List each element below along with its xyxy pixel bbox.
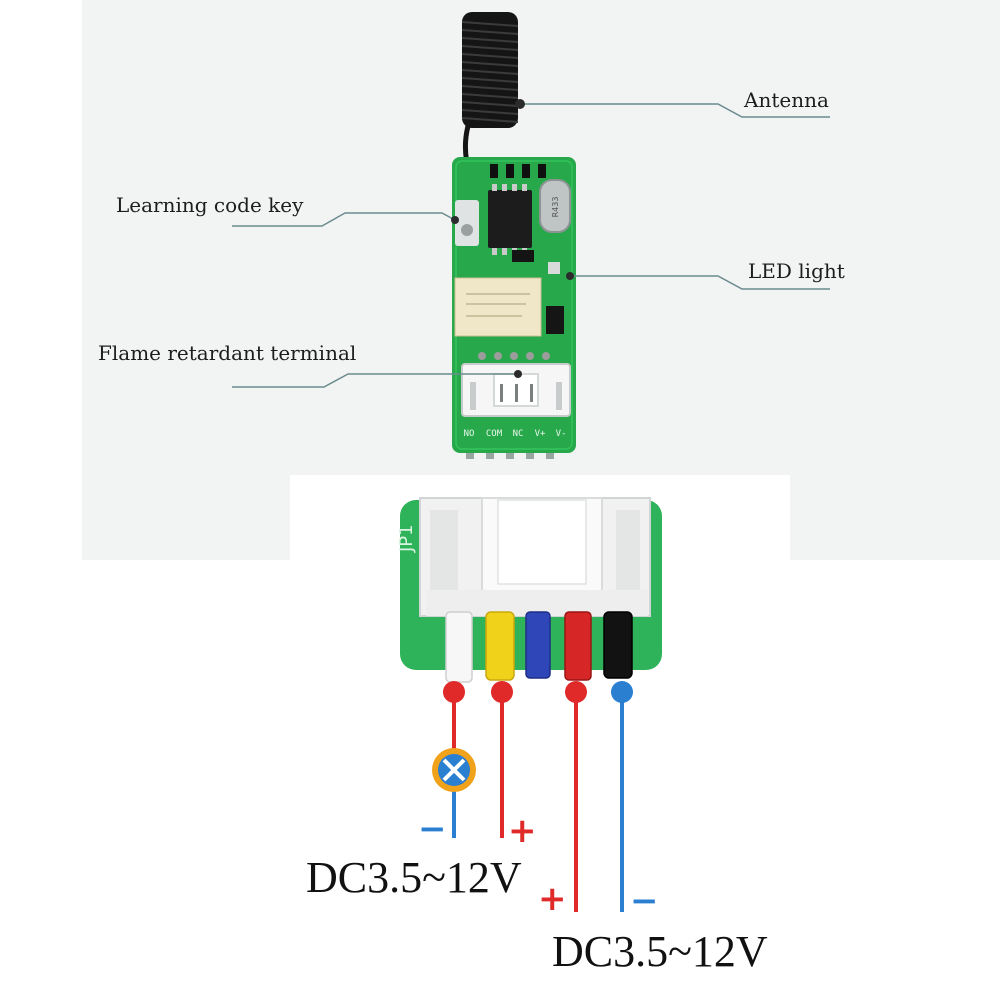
terminal-dot-vplus — [565, 681, 587, 703]
blue-wire — [525, 611, 551, 679]
left-minus-sign: − — [418, 809, 447, 849]
yellow-wire — [485, 611, 515, 681]
pin-label-vplus: V+ — [535, 429, 546, 439]
schematic — [432, 681, 633, 912]
learning-code-key-switch — [455, 200, 479, 246]
right-voltage-label: DC3.5~12V — [552, 927, 768, 976]
left-voltage-label: DC3.5~12V — [306, 853, 522, 902]
relay — [454, 277, 542, 337]
right-minus-sign: − — [630, 881, 659, 921]
pin-label-vminus: V- — [556, 429, 567, 439]
terminal-dot-vminus — [611, 681, 633, 703]
ic-chip — [488, 190, 532, 248]
right-plus-sign: + — [538, 879, 567, 919]
callout-antenna: Antenna — [744, 88, 829, 112]
pcb-board: R433 NO COM NC V+ — [452, 157, 576, 459]
lamp-icon — [432, 748, 476, 792]
white-wire — [445, 611, 473, 683]
terminal-dot-com — [491, 681, 513, 703]
red-wire — [564, 611, 592, 681]
black-wire — [603, 611, 633, 679]
left-plus-sign: + — [508, 811, 537, 851]
antenna — [461, 12, 519, 176]
wires — [445, 611, 633, 683]
led-light — [548, 262, 560, 274]
crystal-oscillator — [539, 179, 571, 233]
callout-led-light: LED light — [748, 259, 845, 283]
pin-label-no: NO — [464, 429, 475, 439]
terminal-dot-no — [443, 681, 465, 703]
pin-label-com: COM — [486, 429, 503, 439]
crystal-label: R433 — [551, 197, 560, 218]
pin-label-nc: NC — [513, 429, 524, 439]
callout-learning-code-key: Learning code key — [116, 193, 304, 217]
callout-flame-retardant-terminal: Flame retardant terminal — [98, 341, 357, 365]
callout-lines — [232, 99, 830, 388]
connector-label: JP1 — [396, 524, 417, 553]
